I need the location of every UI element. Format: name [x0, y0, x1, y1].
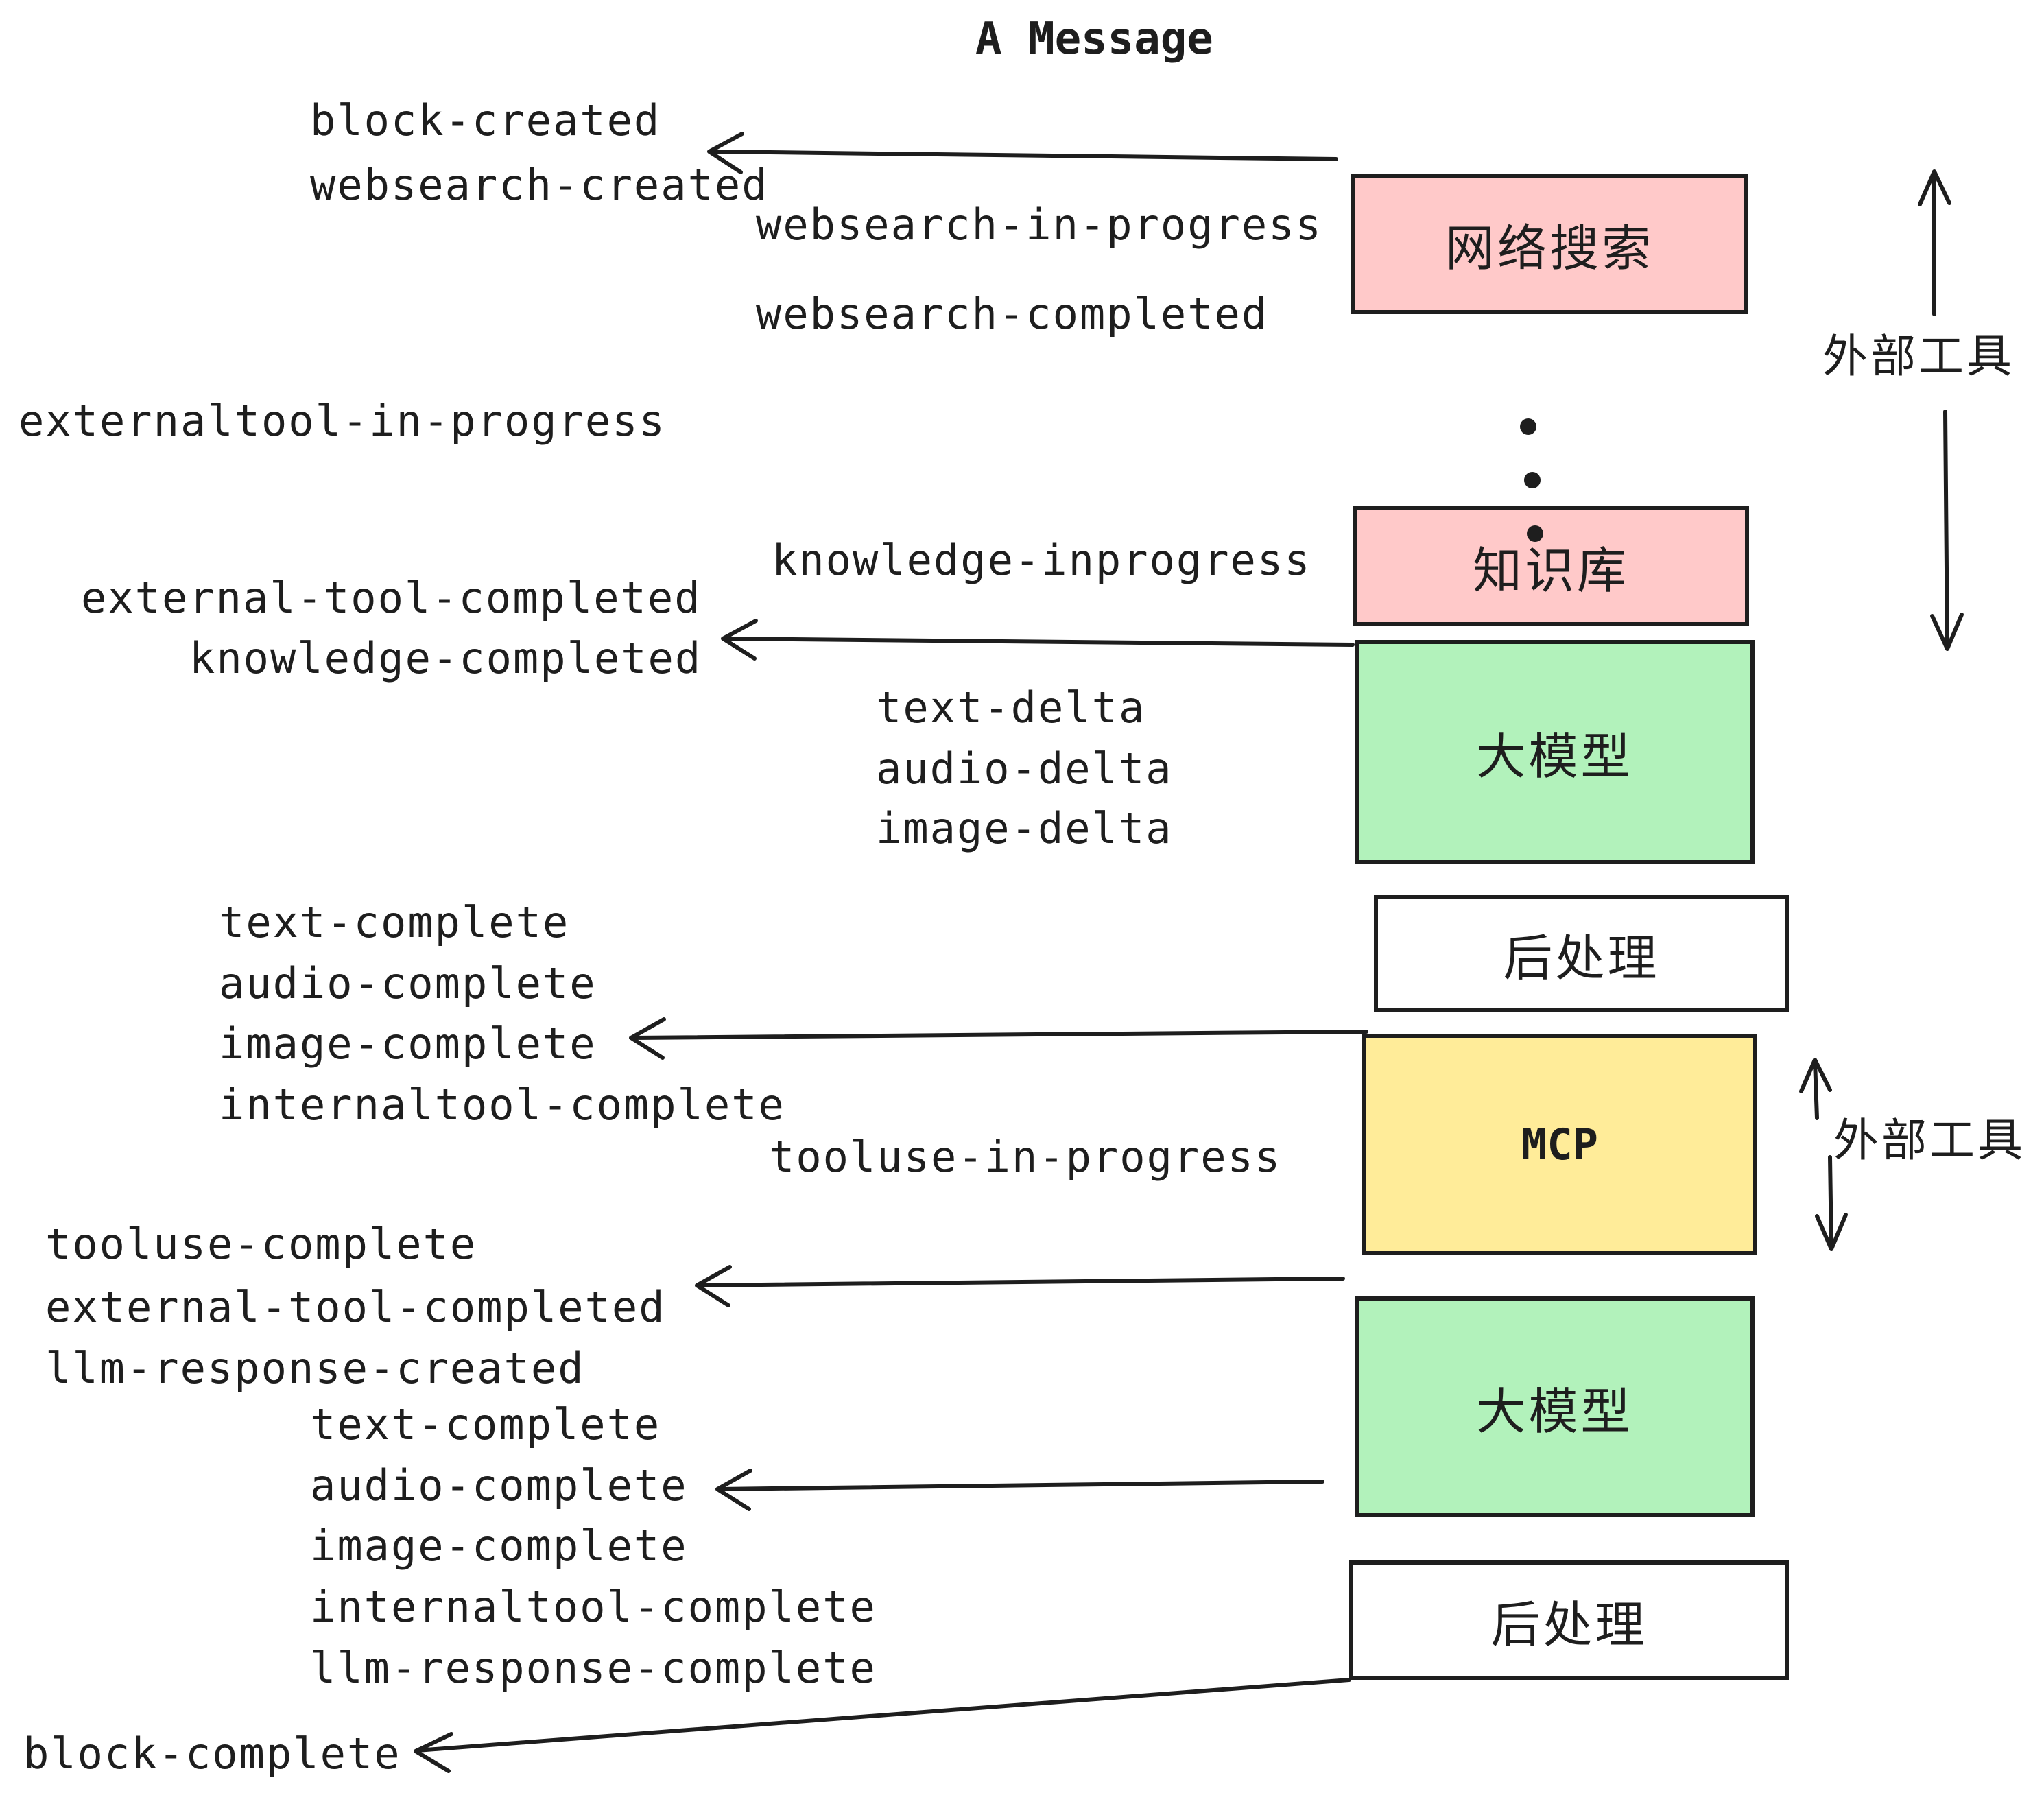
event-label-block-complete: block-complete — [23, 1729, 401, 1779]
event-label-text-complete-2: text-complete — [310, 1399, 661, 1449]
box-knowledge: 知识库 — [1353, 506, 1749, 626]
external-tools-span-2-up-arrow — [1799, 1058, 1832, 1120]
box-mcp: MCP — [1362, 1034, 1757, 1255]
event-label-externaltool-in-progress: externaltool-in-progress — [19, 396, 666, 446]
arrow-to-image-complete — [629, 1017, 1368, 1060]
event-label-llm-response-complete: llm-response-complete — [310, 1643, 877, 1693]
event-label-text-delta-1: text-delta — [876, 683, 1146, 733]
box-websearch-label: 网络搜索 — [1445, 219, 1654, 277]
external-tools-span-2-down-arrow — [1815, 1155, 1848, 1251]
arrow-to-knowledge-completed — [721, 619, 1355, 661]
arrow-to-audio-complete — [715, 1469, 1324, 1511]
event-label-internaltool-complete-2: internaltool-complete — [310, 1582, 877, 1632]
box-post-1: 后处理 — [1374, 895, 1789, 1012]
event-label-image-complete-1: image-complete — [219, 1019, 597, 1069]
event-label-audio-complete-1: audio-complete — [219, 958, 597, 1008]
event-label-knowledge-completed: knowledge-completed — [189, 633, 702, 683]
event-label-external-tool-completed-1: external-tool-completed — [81, 573, 702, 623]
event-label-llm-response-created: llm-response-created — [45, 1343, 585, 1393]
event-label-websearch-created: websearch-created — [310, 160, 769, 210]
arrow-to-block-complete — [414, 1678, 1351, 1773]
box-post-2-label: 后处理 — [1490, 1595, 1648, 1654]
arrow-to-tooluse-complete — [695, 1265, 1345, 1307]
event-label-knowledge-inprogress: knowledge-inprogress — [772, 535, 1311, 585]
box-llm-2-label: 大模型 — [1476, 1382, 1633, 1440]
event-label-block-created: block-created — [310, 95, 661, 145]
external-tools-span-1-down-arrow — [1930, 410, 1964, 651]
box-llm-1: 大模型 — [1355, 640, 1755, 864]
event-label-audio-complete-2: audio-complete — [310, 1460, 688, 1510]
box-websearch: 网络搜索 — [1351, 174, 1748, 314]
event-label-audio-delta-1: audio-delta — [876, 744, 1173, 794]
box-llm-2: 大模型 — [1355, 1296, 1755, 1517]
event-label-image-complete-2: image-complete — [310, 1521, 688, 1571]
box-post-1-label: 后处理 — [1503, 929, 1660, 987]
box-llm-1-label: 大模型 — [1476, 728, 1633, 785]
arrow-to-block-created — [707, 132, 1338, 174]
ellipsis-dot — [1520, 418, 1536, 435]
box-post-2: 后处理 — [1349, 1560, 1789, 1680]
side-label-external-tools-1: 外部工具 — [1822, 330, 2015, 383]
diagram-title: A Message — [975, 14, 1213, 64]
event-label-internaltool-complete-1: internaltool-complete — [219, 1080, 785, 1130]
event-label-text-complete-1: text-complete — [219, 897, 570, 947]
box-knowledge-label: 知识库 — [1472, 541, 1629, 600]
ellipsis-dot — [1524, 472, 1541, 488]
external-tools-span-1-up-arrow — [1918, 169, 1951, 316]
event-label-image-delta-1: image-delta — [876, 803, 1173, 853]
event-label-external-tool-completed-2: external-tool-completed — [45, 1282, 666, 1332]
ellipsis-dot — [1527, 525, 1543, 542]
side-label-external-tools-2: 外部工具 — [1833, 1114, 2025, 1167]
event-label-tooluse-complete: tooluse-complete — [45, 1219, 477, 1269]
box-mcp-label: MCP — [1521, 1119, 1598, 1170]
event-label-websearch-completed: websearch-completed — [756, 289, 1269, 339]
event-label-tooluse-in-progress: tooluse-in-progress — [769, 1132, 1282, 1182]
event-label-websearch-in-progress: websearch-in-progress — [756, 200, 1322, 250]
